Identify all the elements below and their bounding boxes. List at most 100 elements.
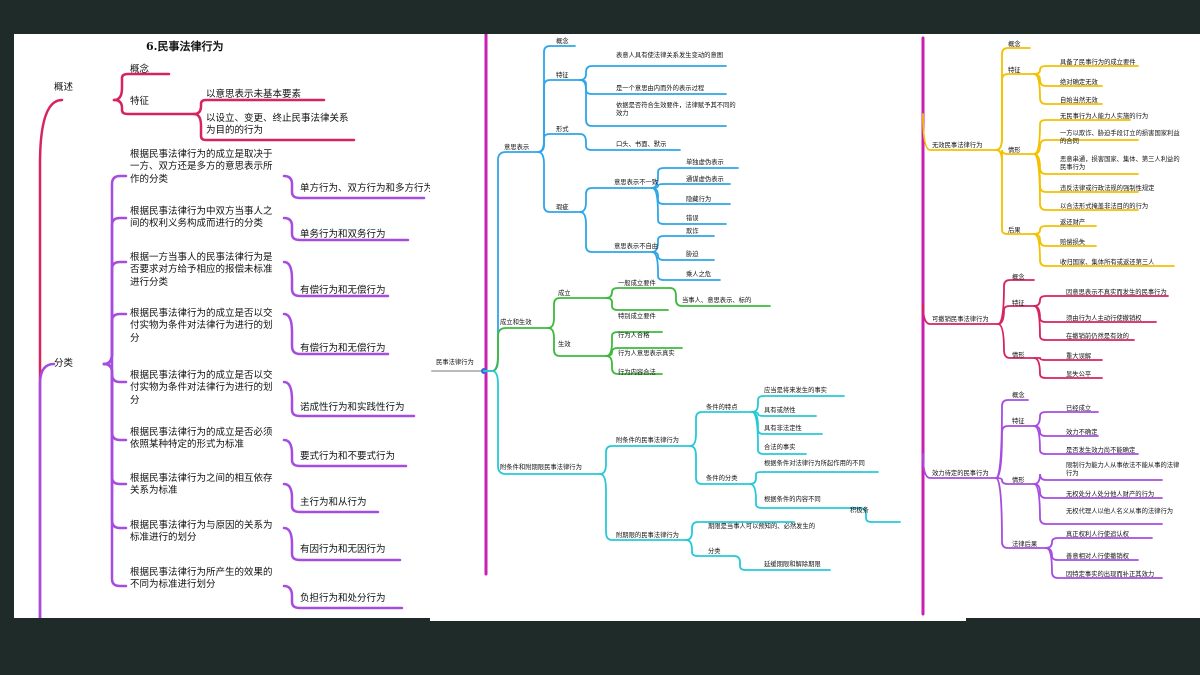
- legal-item: 善意相对人行使撤销权: [1066, 553, 1129, 560]
- pending-act-node: 效力待定的民事行为: [932, 470, 989, 477]
- term-types: 分类: [708, 548, 721, 555]
- validity-mindmap-panel: 无效民事法律行为 概念 特征 具备了民事行为的成立要件 绝对确定无效 自始当然无…: [916, 34, 1200, 618]
- invalid-act-node: 无效民事法律行为: [932, 142, 983, 149]
- term-act: 附期限的民事法律行为: [616, 532, 679, 539]
- term-type-item: 延缓期限和解除期限: [764, 561, 821, 568]
- result-node: 后果: [1008, 227, 1021, 234]
- mismatch-item: 单独虚伪表示: [686, 159, 724, 166]
- unfree-item: 胁迫: [686, 251, 699, 258]
- establish-node: 成立: [558, 290, 571, 297]
- mismatch-item: 隐藏行为: [686, 196, 712, 203]
- classification-result: 有偿行为和无偿行为: [300, 285, 386, 296]
- cases-node: 情形: [1008, 147, 1021, 154]
- classification-result: 诺成性行为和实践性行为: [300, 402, 405, 413]
- classification-result: 单方行为、双方行为和多方行为: [300, 183, 434, 194]
- features-node: 特征: [1008, 67, 1021, 74]
- case-item: 恶意串通，损害国家、集体、第三人利益的民事行为: [1060, 156, 1180, 171]
- defect-node: 瑕疵: [556, 204, 569, 211]
- conditional-act: 附条件的民事法律行为: [616, 437, 679, 444]
- formation-node: 成立和生效: [500, 319, 532, 326]
- feature-item: 以设立、变更、终止民事法律关系为目的的行为: [206, 113, 349, 137]
- result-item: 返还财产: [1060, 219, 1086, 226]
- classification-result: 负担行为和处分行为: [300, 593, 386, 604]
- classification-result: 主行为和从行为: [300, 497, 367, 508]
- case-item: 一方以欺诈、胁迫手段订立的损害国家利益的合同: [1060, 130, 1180, 145]
- concept-node: 概念: [556, 38, 569, 45]
- feature-item: 是一个意思由内而外的表示过程: [616, 85, 705, 92]
- legal-item: 真正权利人行使追认权: [1066, 531, 1129, 538]
- mismatch-node: 意思表示不一致: [614, 179, 659, 186]
- feature-item: 因意思表示不真实而发生的民事行为: [1066, 289, 1167, 296]
- mismatch-item: 通谋虚伪表示: [686, 176, 724, 183]
- positive-condition: 积极条: [850, 507, 869, 514]
- feature-item: 依据是否符合生效要件，法律赋予其不同的效力: [616, 102, 736, 117]
- result-item: 赔偿损失: [1060, 239, 1086, 246]
- form-node: 形式: [556, 126, 569, 133]
- case-item: 无权代理人以他人名义从事的法律行为: [1066, 508, 1174, 515]
- classification-basis: 根据民事法律行为的成立是取决于一方、双方还是多方的意思表示所作的分类: [130, 149, 273, 185]
- feature-item: 是否发生效力尚不能确定: [1066, 447, 1136, 454]
- effect-node: 生效: [558, 341, 571, 348]
- condition-feature-item: 应当是将来发生的事实: [764, 387, 827, 394]
- case-item: 显失公平: [1066, 371, 1092, 378]
- condition-feature-item: 具有非法定性: [764, 425, 802, 432]
- features-node: 特征: [1012, 300, 1025, 307]
- legal-item: 因特定事实的出现而补正其效力: [1066, 571, 1155, 578]
- features-node: 特征: [1012, 418, 1025, 425]
- feature-item: 具备了民事行为的成立要件: [1060, 59, 1136, 66]
- unfree-item: 欺诈: [686, 228, 699, 235]
- result-item: 收归国家、集体所有或返还第三人: [1060, 259, 1155, 266]
- features-node: 特征: [130, 96, 150, 107]
- condition-features: 条件的特点: [706, 404, 738, 411]
- condition-feature-item: 具有或然性: [764, 407, 796, 414]
- classification-result: 要式行为和不要式行为: [300, 451, 396, 462]
- condition-feature-item: 合法的事实: [764, 444, 796, 451]
- panel1-branch-lines: [38, 72, 426, 618]
- classification-mindmap-panel: 6.民事法律行为 概述 概念 特征 以意思表示未基本要素 以设立、变更、终止民事…: [14, 34, 436, 618]
- conditional-node: 附条件和附期限民事法律行为: [500, 464, 582, 471]
- legal-consequence-node: 法律后果: [1012, 541, 1038, 548]
- revocable-act-node: 可撤销民事法律行为: [932, 316, 989, 323]
- case-item: 无民事行为人能力人实施的行为: [1060, 113, 1149, 120]
- overview-node: 概述: [54, 82, 74, 93]
- cases-node: 情形: [1012, 352, 1025, 359]
- case-item: 以合法形式掩盖非法目的的行为: [1060, 203, 1149, 210]
- classification-basis: 根据民事法律行为中双方当事人之间的权利义务构成而进行的分类: [130, 206, 273, 230]
- classification-basis: 根据民事法律行为之间的相互依存关系为标准: [130, 473, 273, 497]
- classification-basis: 根据民事法律行为的成立是否以交付实物为条件对法律行为进行的划分: [130, 370, 273, 406]
- case-item: 重大误解: [1066, 353, 1092, 360]
- case-item: 限制行为能力人从事依法不能从事的法律行为: [1066, 462, 1180, 477]
- concept-node: 概念: [1012, 392, 1025, 399]
- feature-item: 以意思表示未基本要素: [206, 89, 302, 100]
- general-requirement: 一般成立要件: [618, 280, 656, 287]
- feature-item: 绝对确定无效: [1060, 79, 1098, 86]
- classification-basis: 根据民事法律行为所产生的效果的不同为标准进行划分: [130, 567, 273, 591]
- condition-type-item: 根据条件对法律行为所起作用的不同: [764, 460, 865, 467]
- concept-node: 概念: [1012, 274, 1025, 281]
- case-item: 违反法律或行政法规的强制性规定: [1060, 185, 1155, 192]
- elements-mindmap-panel: 民事法律行为 意思表示 概念 特征 表意人具有使法律关系发生变动的意图 是一个意…: [430, 34, 966, 621]
- classification-node: 分类: [54, 358, 74, 369]
- effect-item: 行为人意思表示真实: [618, 350, 675, 357]
- feature-item: 已经成立: [1066, 405, 1092, 412]
- form-items: 口头、书面、默示: [616, 141, 667, 148]
- classification-result: 单务行为和双务行为: [300, 229, 386, 240]
- feature-item: 在撤销前仍然是有效的: [1066, 333, 1129, 340]
- concept-node: 概念: [130, 64, 150, 75]
- condition-type-item: 根据条件的内容不同: [764, 496, 821, 503]
- concept-node: 概念: [1008, 41, 1021, 48]
- classification-basis: 根据一方当事人的民事法律行为是否要求对方给予相应的报偿未标准进行分类: [130, 252, 273, 288]
- feature-item: 须由行为人主动行使撤销权: [1066, 315, 1142, 322]
- feature-item: 效力不确定: [1066, 429, 1098, 436]
- panel3-branch-lines: [921, 36, 1175, 616]
- intent-node: 意思表示: [504, 144, 530, 151]
- unfree-node: 意思表示不自由: [614, 243, 659, 250]
- feature-item: 表意人具有使法律关系发生变动的意图: [616, 52, 724, 59]
- panel2-branch-lines: [431, 34, 901, 576]
- classification-basis: 根据民事法律行为的成立是否以交付实物为条件对法律行为进行的划分: [130, 308, 273, 344]
- general-items: 当事人、意思表示、标的: [682, 297, 752, 304]
- classification-result: 有偿行为和无偿行为: [300, 343, 386, 354]
- unfree-item: 乘人之危: [686, 271, 712, 278]
- features-node: 特征: [556, 72, 569, 79]
- effect-item: 行为人合格: [618, 332, 650, 339]
